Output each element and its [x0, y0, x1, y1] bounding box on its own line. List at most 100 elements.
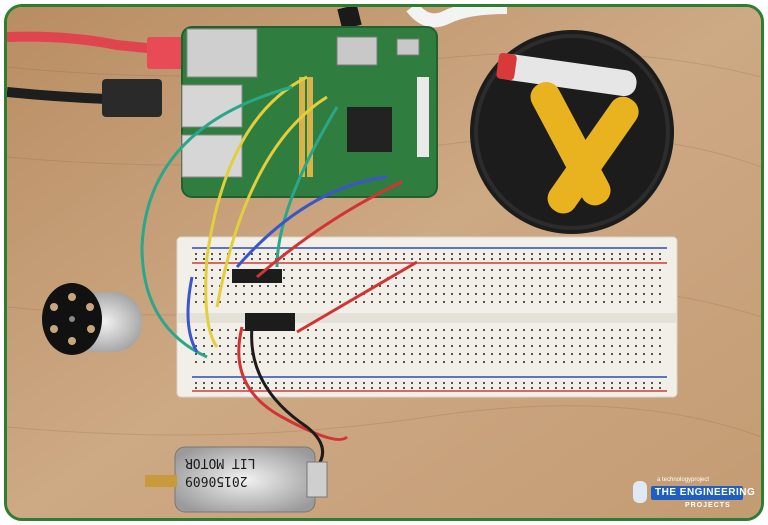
breadboard-hole	[547, 285, 549, 287]
breadboard-hole	[219, 258, 221, 260]
breadboard-hole	[467, 353, 469, 355]
breadboard-hole	[235, 387, 237, 389]
breadboard-hole	[491, 301, 493, 303]
breadboard-hole	[515, 337, 517, 339]
breadboard-hole	[475, 253, 477, 255]
breadboard-hole	[587, 301, 589, 303]
breadboard-hole	[619, 258, 621, 260]
breadboard-hole	[307, 253, 309, 255]
breadboard-hole	[643, 353, 645, 355]
breadboard-hole	[579, 345, 581, 347]
breadboard-hole	[323, 345, 325, 347]
breadboard-hole	[619, 387, 621, 389]
breadboard-hole	[595, 329, 597, 331]
breadboard-hole	[483, 277, 485, 279]
breadboard-hole	[339, 382, 341, 384]
breadboard-hole	[411, 269, 413, 271]
breadboard-hole	[363, 329, 365, 331]
breadboard-hole	[595, 337, 597, 339]
breadboard-hole	[587, 337, 589, 339]
breadboard-hole	[635, 293, 637, 295]
breadboard-hole	[419, 253, 421, 255]
breadboard-hole	[363, 253, 365, 255]
breadboard-hole	[363, 345, 365, 347]
raspberry-pi-board	[181, 26, 438, 198]
breadboard-hole	[227, 353, 229, 355]
breadboard-hole	[427, 329, 429, 331]
breadboard-hole	[635, 387, 637, 389]
breadboard-hole	[451, 269, 453, 271]
breadboard-hole	[635, 301, 637, 303]
breadboard-hole	[515, 382, 517, 384]
breadboard-hole	[219, 361, 221, 363]
breadboard-hole	[499, 269, 501, 271]
breadboard-hole	[563, 361, 565, 363]
breadboard-hole	[411, 253, 413, 255]
battery-holder	[470, 30, 674, 234]
breadboard-hole	[627, 329, 629, 331]
breadboard-hole	[451, 353, 453, 355]
breadboard-hole	[315, 253, 317, 255]
breadboard-hole	[211, 345, 213, 347]
breadboard-hole	[451, 277, 453, 279]
breadboard-hole	[507, 258, 509, 260]
breadboard-hole	[275, 285, 277, 287]
breadboard-hole	[555, 285, 557, 287]
breadboard-hole	[379, 301, 381, 303]
breadboard-hole	[619, 285, 621, 287]
breadboard-hole	[323, 301, 325, 303]
breadboard-hole	[507, 301, 509, 303]
breadboard-hole	[563, 345, 565, 347]
breadboard-hole	[291, 253, 293, 255]
breadboard-hole	[315, 258, 317, 260]
breadboard-hole	[355, 269, 357, 271]
breadboard-hole	[227, 361, 229, 363]
breadboard-hole	[299, 269, 301, 271]
breadboard-hole	[611, 293, 613, 295]
breadboard-hole	[523, 277, 525, 279]
breadboard-hole	[611, 382, 613, 384]
breadboard-hole	[291, 361, 293, 363]
breadboard-hole	[539, 258, 541, 260]
breadboard-hole	[475, 329, 477, 331]
breadboard-hole	[595, 258, 597, 260]
breadboard-hole	[283, 269, 285, 271]
breadboard-hole	[371, 285, 373, 287]
breadboard-hole	[339, 337, 341, 339]
breadboard-hole	[555, 387, 557, 389]
breadboard-hole	[531, 361, 533, 363]
breadboard-hole	[211, 258, 213, 260]
breadboard-hole	[491, 337, 493, 339]
breadboard-hole	[571, 258, 573, 260]
breadboard-hole	[307, 387, 309, 389]
breadboard-hole	[235, 285, 237, 287]
breadboard-hole	[403, 277, 405, 279]
jumper-wires	[140, 75, 418, 468]
breadboard-hole	[443, 293, 445, 295]
breadboard-hole	[395, 269, 397, 271]
breadboard-hole	[195, 387, 197, 389]
breadboard-hole	[507, 345, 509, 347]
breadboard-hole	[219, 329, 221, 331]
breadboard-hole	[555, 253, 557, 255]
breadboard-hole	[331, 361, 333, 363]
ethernet-cable	[7, 31, 158, 54]
breadboard-hole	[195, 269, 197, 271]
breadboard-hole	[643, 293, 645, 295]
breadboard-hole	[403, 353, 405, 355]
breadboard-hole	[603, 337, 605, 339]
breadboard-hole	[467, 293, 469, 295]
breadboard-hole	[307, 382, 309, 384]
breadboard-hole	[443, 353, 445, 355]
breadboard-hole	[459, 277, 461, 279]
breadboard-hole	[611, 285, 613, 287]
breadboard-hole	[379, 329, 381, 331]
breadboard-hole	[347, 277, 349, 279]
breadboard-hole	[523, 285, 525, 287]
breadboard-hole	[587, 329, 589, 331]
breadboard-hole	[547, 293, 549, 295]
breadboard-hole	[395, 361, 397, 363]
breadboard-hole	[419, 387, 421, 389]
breadboard-hole	[443, 345, 445, 347]
breadboard-hole	[619, 269, 621, 271]
